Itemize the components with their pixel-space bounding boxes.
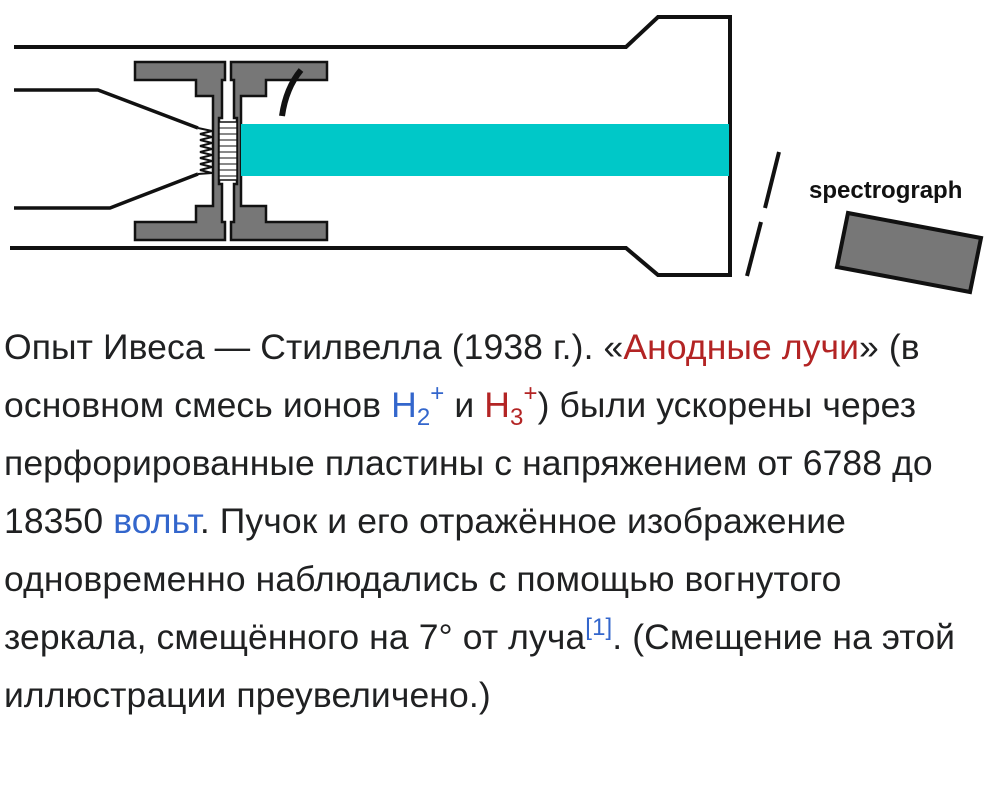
- h3-ion-link[interactable]: H3+: [484, 382, 537, 430]
- electrode-lead: [14, 88, 199, 130]
- ion-beam: [241, 124, 729, 176]
- reference-link[interactable]: [1]: [585, 614, 613, 641]
- h2-ion-link[interactable]: H2+: [391, 382, 444, 430]
- perforated-plate-left: [133, 60, 227, 242]
- ion-index: 3: [510, 404, 524, 431]
- caption-text: Опыт Ивеса — Стилвелла (1938 г.). «: [4, 327, 624, 367]
- ion-charge: +: [523, 380, 538, 407]
- figure-caption: Опыт Ивеса — Стилвелла (1938 г.). «Анодн…: [4, 318, 984, 724]
- ion-symbol: H: [484, 385, 511, 425]
- concave-mirror: [279, 68, 304, 117]
- slit-mark: [763, 151, 781, 209]
- volt-link[interactable]: вольт: [113, 501, 200, 541]
- perforations: [218, 121, 238, 181]
- filament-spring: [197, 127, 213, 175]
- electrode-lead: [14, 172, 199, 210]
- anode-rays-link[interactable]: Анодные лучи: [623, 327, 860, 367]
- ion-index: 2: [416, 404, 431, 431]
- slit-mark: [745, 221, 763, 277]
- ion-charge: +: [430, 380, 445, 407]
- caption-text: и: [444, 385, 485, 425]
- perforated-plate-right: [229, 60, 329, 242]
- ives-stilwell-apparatus-diagram: spectrograph: [10, 15, 984, 295]
- caption-text: . (Смещение на этой иллюстрации преувели…: [4, 617, 956, 715]
- spectrograph-body: [834, 210, 984, 295]
- caption-text: ) были ускорены через перфорированные пл…: [4, 385, 933, 541]
- ion-symbol: H: [391, 385, 417, 425]
- spectrograph-label: spectrograph: [809, 177, 962, 204]
- tube-outline: [10, 15, 732, 277]
- caption-text: » (в основном смесь ионов: [4, 327, 920, 425]
- caption-text: . Пучок и его отражённое изображение одн…: [4, 501, 847, 657]
